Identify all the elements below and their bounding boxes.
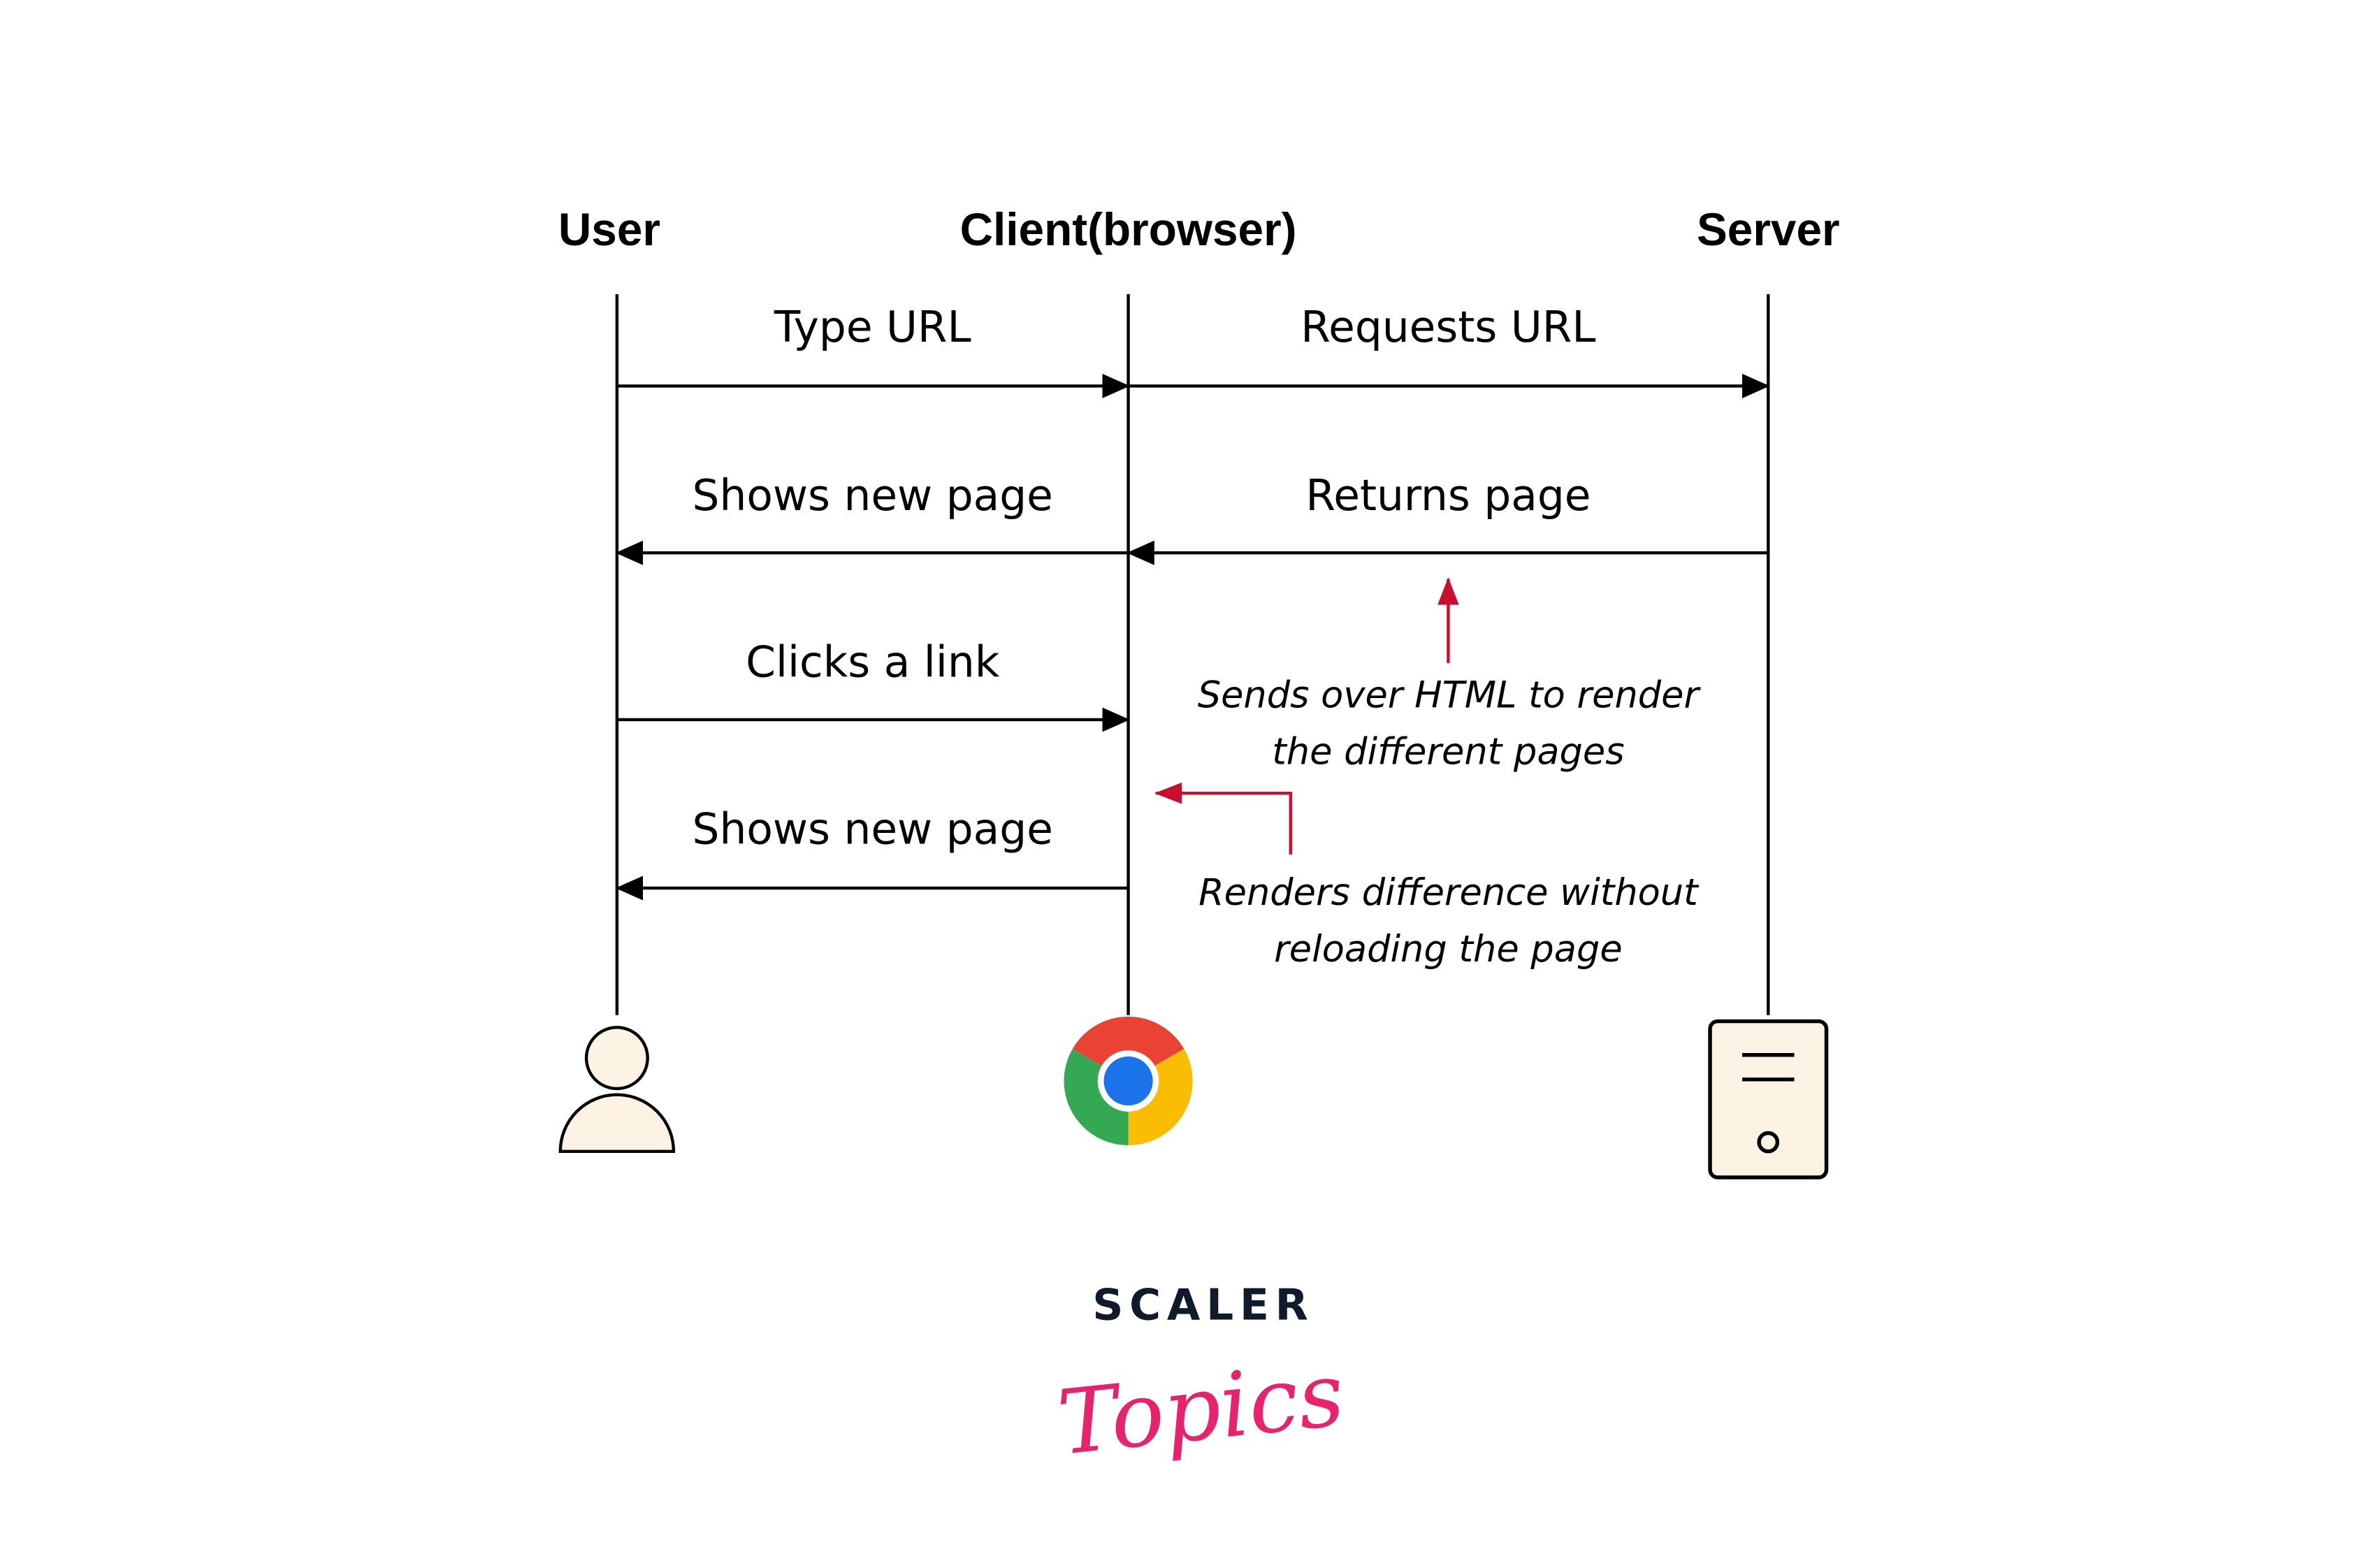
annotation-arrow-elbow: [1154, 782, 1292, 855]
message-label: Clicks a link: [746, 638, 1000, 688]
note-sends-html-line1: Sends over HTML to render: [1198, 674, 1702, 716]
note-renders-diff-line1: Renders difference without: [1198, 871, 1700, 914]
logo-topics: Topics: [1053, 1342, 1349, 1475]
note-sends-html-line2: the different pages: [1272, 731, 1624, 774]
logo-scaler: SCALER: [1092, 1281, 1314, 1330]
actor-user-label: User: [558, 204, 660, 255]
note-renders-diff-line2: reloading the page: [1274, 928, 1623, 971]
user-icon: [558, 1026, 676, 1153]
message-label: Returns page: [1305, 471, 1591, 521]
message-label: Shows new page: [693, 471, 1053, 521]
actor-client-label: Client(browser): [960, 204, 1297, 255]
message-label: Requests URL: [1301, 303, 1595, 352]
actor-server-label: Server: [1697, 204, 1840, 255]
server-icon: [1708, 1019, 1829, 1179]
message-label: Shows new page: [693, 804, 1053, 854]
chrome-browser-icon: [1064, 1016, 1193, 1146]
scaler-topics-logo: SCALER Topics: [1053, 1281, 1349, 1475]
message-label: Type URL: [774, 303, 971, 352]
